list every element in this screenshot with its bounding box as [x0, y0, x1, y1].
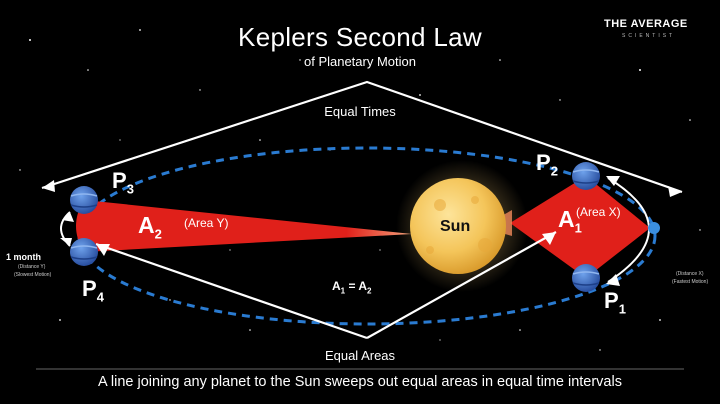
- planet-p3: [70, 186, 98, 214]
- equal-area-equation: A1 = A2: [332, 279, 372, 296]
- equal-times-bracket: [41, 80, 683, 194]
- label-area-x: (Area X): [576, 205, 621, 219]
- page-title: Keplers Second Law: [238, 22, 482, 52]
- page-subtitle: of Planetary Motion: [303, 54, 416, 69]
- label-p1: P1: [604, 288, 626, 317]
- planet-p4: [70, 238, 98, 266]
- label-p3: P3: [112, 168, 134, 197]
- planet-p2: [572, 162, 600, 190]
- arrow-head-a1-icon: [542, 232, 556, 245]
- starfield: [19, 29, 701, 351]
- sector-a1: [510, 176, 650, 278]
- sun-label: Sun: [440, 218, 471, 235]
- label-a2: A2: [138, 212, 162, 242]
- right-note-line1: (Distance X): [676, 271, 704, 277]
- orbit-dot: [648, 222, 660, 234]
- arrow-head-left-icon: [42, 180, 55, 192]
- planet-icon: [572, 264, 600, 292]
- arrow-head-a2-icon: [96, 244, 110, 256]
- left-note-main: 1 month: [6, 252, 41, 262]
- arrow-head-right-icon: [668, 186, 682, 197]
- planet-icon: [70, 238, 98, 266]
- left-note-line2: (Slowest Motion): [14, 272, 52, 278]
- equal-areas-line-right: [366, 231, 557, 339]
- sector-a2: [84, 200, 412, 252]
- label-a1: A1: [558, 206, 582, 236]
- equal-times-label: Equal Times: [324, 104, 396, 119]
- planet-icon: [572, 162, 600, 190]
- brand-logo-sub: SCIENTIST: [622, 33, 676, 39]
- label-p2: P2: [536, 150, 558, 179]
- left-note-line1: (Distance Y): [18, 264, 46, 270]
- caption: A line joining any planet to the Sun swe…: [98, 374, 622, 390]
- equal-areas-label: Equal Areas: [324, 348, 396, 363]
- label-area-y: (Area Y): [184, 216, 229, 230]
- planet-icon: [70, 186, 98, 214]
- planet-p1: [572, 264, 600, 292]
- equal-areas-line-left: [95, 242, 368, 340]
- label-p4: P4: [82, 276, 104, 305]
- right-note-line2: (Fastest Motion): [672, 279, 709, 285]
- brand-logo: THE AVERAGE: [604, 18, 688, 30]
